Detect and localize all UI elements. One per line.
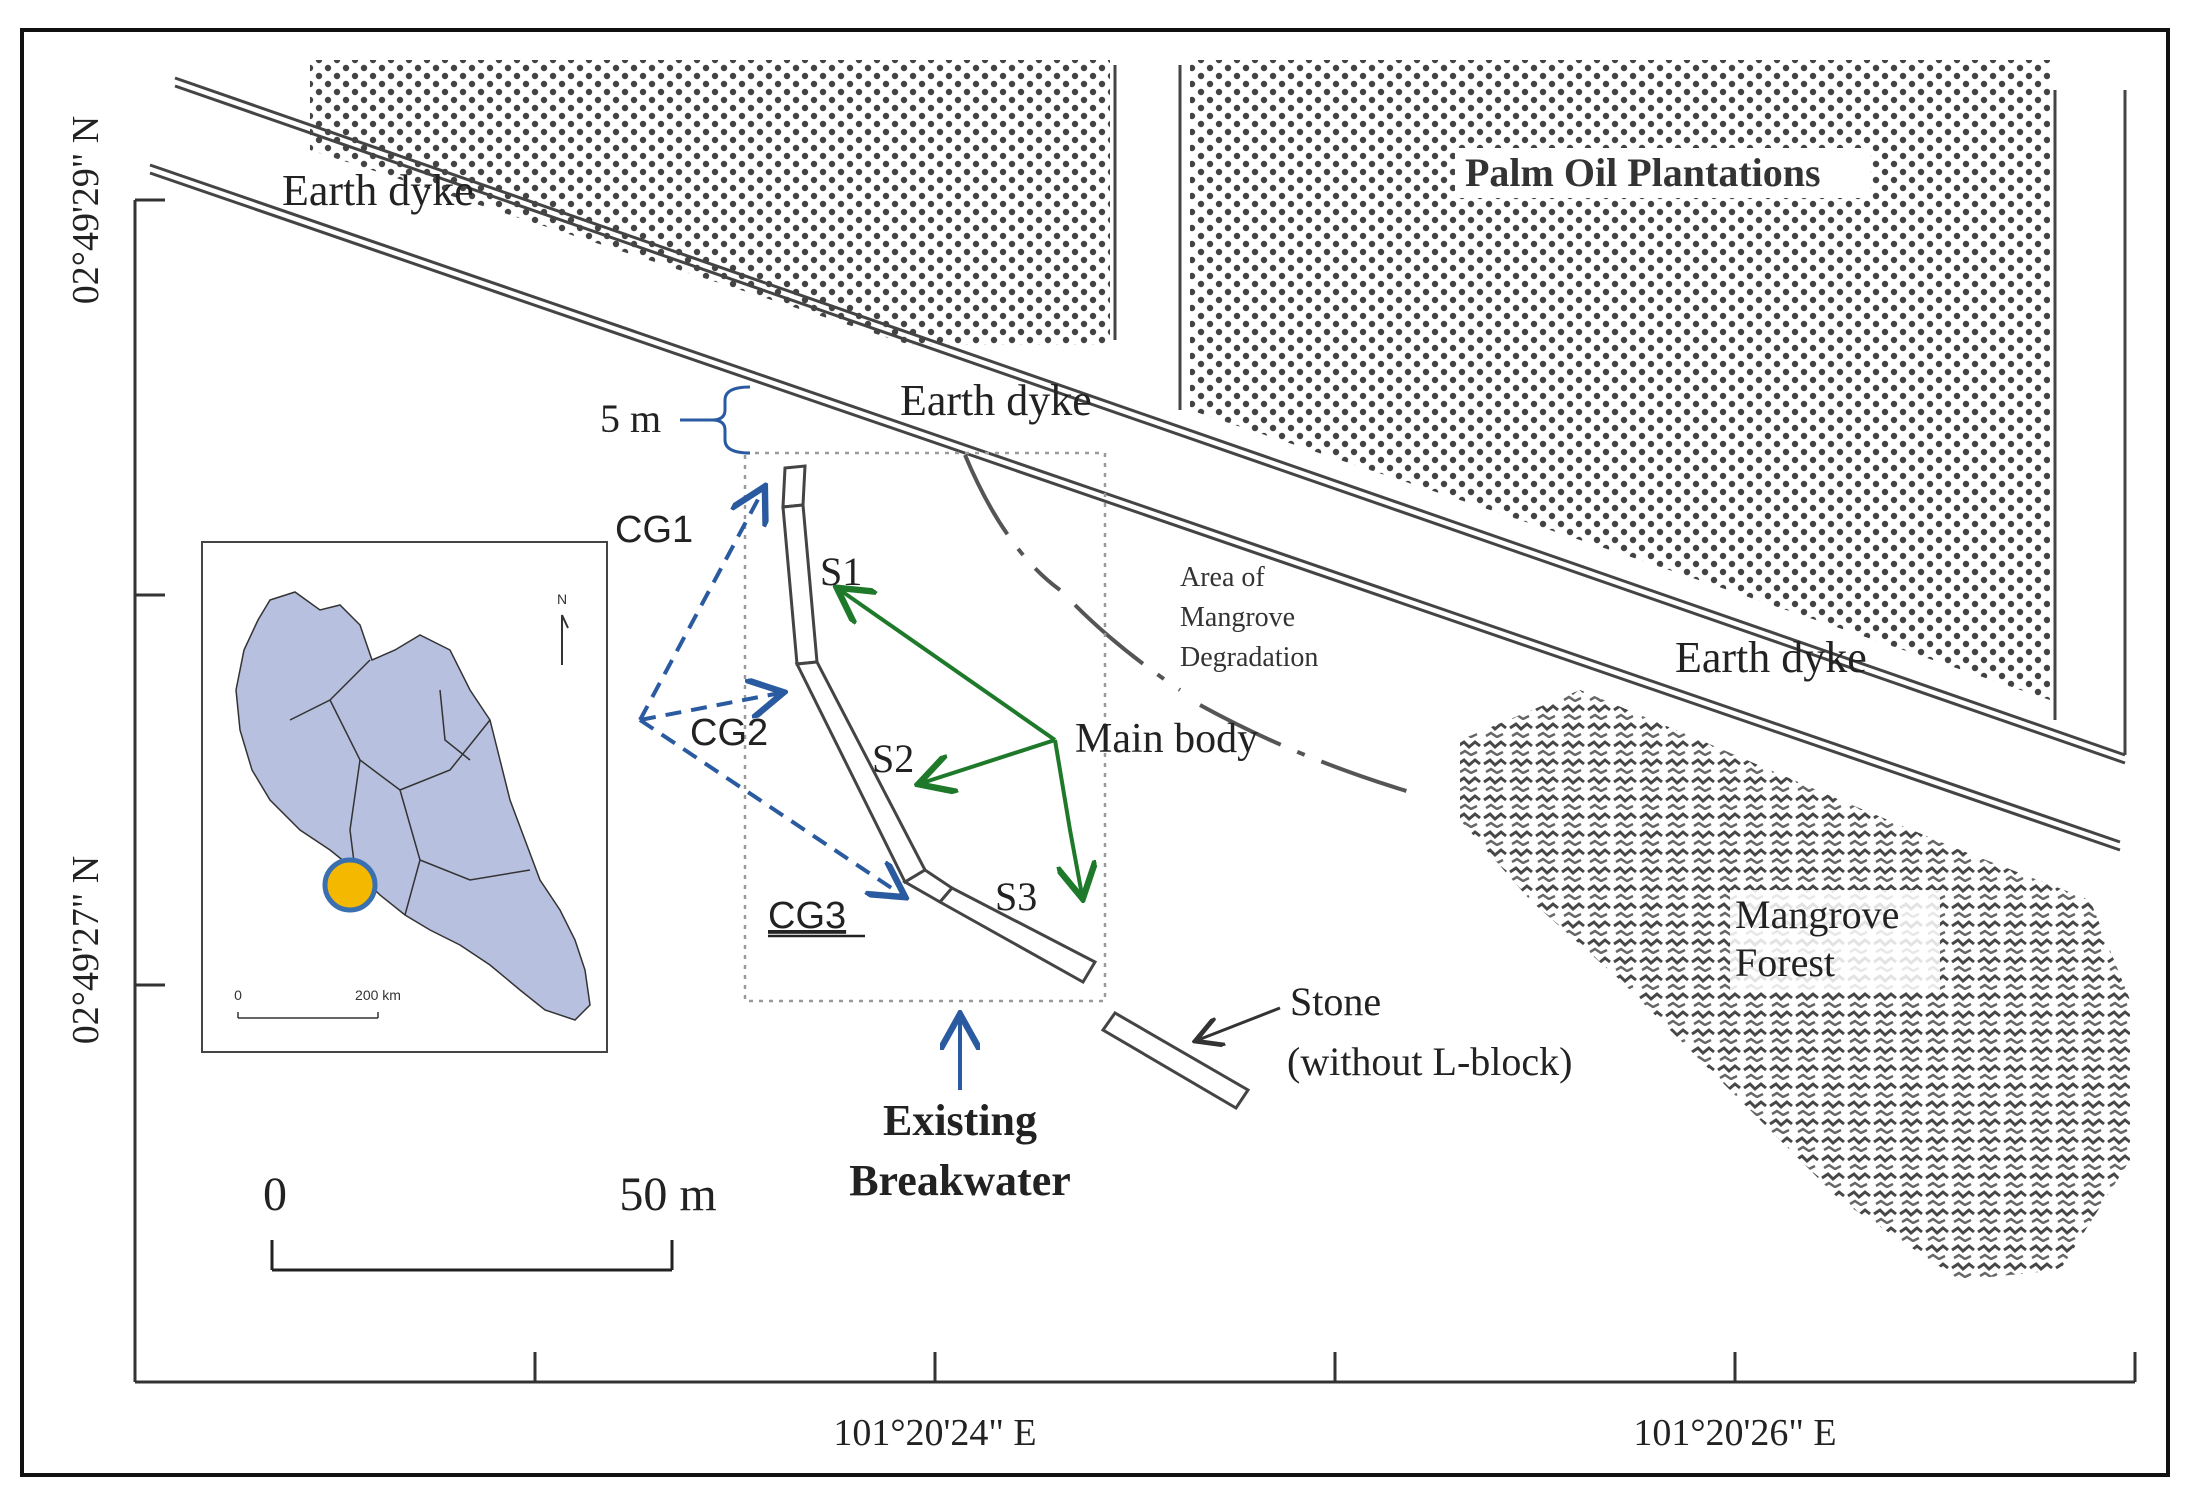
label-earth-dyke-2: Earth dyke xyxy=(900,376,1092,425)
lat-top-label: 02°49'29" N xyxy=(65,116,107,305)
lon-left-label: 101°20'24" E xyxy=(833,1412,1036,1454)
earth-dyke-upper xyxy=(174,76,2126,765)
axes-frame xyxy=(133,198,2137,1384)
scale-bar-start: 0 xyxy=(263,1168,287,1221)
inset-scale-end: 200 km xyxy=(355,987,401,1003)
breakwater-stone-segment xyxy=(1100,1011,1251,1111)
label-earth-dyke-3: Earth dyke xyxy=(1675,633,1867,682)
inset-location-marker xyxy=(322,857,378,913)
main-body-arrows xyxy=(840,590,1082,895)
label-s2: S2 xyxy=(872,736,914,781)
label-s3: S3 xyxy=(995,874,1037,919)
label-stone-1: Stone xyxy=(1290,979,1381,1024)
inset-state-borders xyxy=(289,659,531,916)
breakwater-main-body xyxy=(781,464,1098,985)
mangrove-label-bg xyxy=(1730,890,1940,990)
study-area-box xyxy=(743,451,1107,1003)
label-degradation-3: Degradation xyxy=(1180,642,1318,673)
label-degradation-1: Area of xyxy=(1180,562,1265,593)
label-mangrove-forest-1: Mangrove xyxy=(1735,892,1899,937)
scale-bar xyxy=(270,1240,674,1272)
label-main-body: Main body xyxy=(1075,716,1258,762)
mangrove-degradation-boundary xyxy=(963,454,1421,797)
label-cg1: CG1 xyxy=(615,509,693,551)
label-mangrove-forest-2: Forest xyxy=(1735,940,1835,985)
palm-plantation-left xyxy=(310,60,1117,345)
lat-bottom-label: 02°49'27" N xyxy=(65,856,107,1045)
inset-map: N 0 200 km xyxy=(201,541,608,1053)
label-earth-dyke-1: Earth dyke xyxy=(282,166,474,215)
outer-frame xyxy=(20,28,2170,1477)
scale-bar-end: 50 m xyxy=(619,1168,716,1221)
five-m-brace xyxy=(711,385,751,455)
lon-right-label: 101°20'26" E xyxy=(1633,1412,1836,1454)
label-cg3: CG3 xyxy=(768,895,846,937)
label-cg2: CG2 xyxy=(690,712,768,754)
label-degradation-2: Mangrove xyxy=(1180,602,1295,633)
inset-peninsula-land xyxy=(235,591,591,1021)
palm-label-bg xyxy=(1455,148,1870,198)
cg-arrows xyxy=(638,490,902,895)
inset-scale-start: 0 xyxy=(234,987,242,1003)
label-existing-2: Breakwater xyxy=(849,1156,1071,1205)
label-palm-oil: Palm Oil Plantations xyxy=(1465,150,1821,195)
palm-plantation-right xyxy=(1178,60,2127,755)
inset-north-label: N xyxy=(557,591,567,607)
stone-arrow xyxy=(1198,1006,1281,1040)
label-existing-1: Existing xyxy=(883,1096,1037,1145)
five-m-label: 5 m xyxy=(600,396,661,441)
inset-scale-bar xyxy=(237,1012,379,1019)
label-stone-2: (without L-block) xyxy=(1287,1039,1573,1084)
earth-dyke-lower xyxy=(149,163,2121,852)
label-s1: S1 xyxy=(820,549,862,594)
